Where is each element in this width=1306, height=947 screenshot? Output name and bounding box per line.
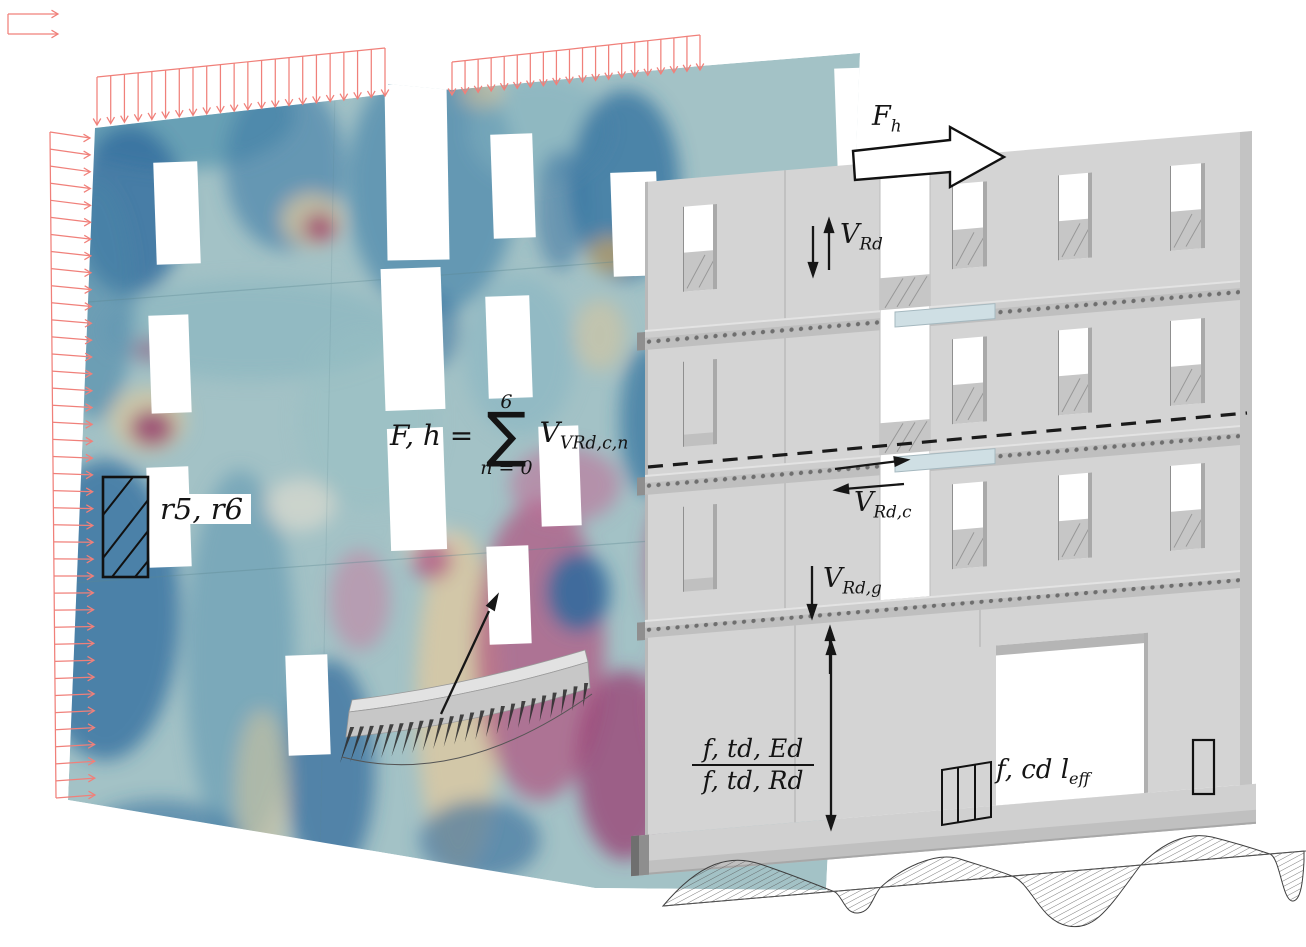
upper-wall xyxy=(645,132,1240,638)
force-label-fh: Fh xyxy=(872,101,902,136)
floor-slab-bands xyxy=(637,279,1248,641)
anchor-spikes xyxy=(340,683,589,763)
vertical-gap-opening xyxy=(880,158,930,601)
tie-beam-lintel xyxy=(894,303,996,328)
fea-wall-windows xyxy=(146,67,860,756)
tie-force-ratio-label: f, td, Ed f, td, Rd xyxy=(692,735,814,795)
hatched-region-marker xyxy=(101,475,150,579)
shear-sum-formula: F, h = 6 ∑ n = 0 VVRd,c,n xyxy=(390,391,629,479)
anchor-strip xyxy=(340,649,593,766)
annotation-arrows xyxy=(439,216,911,832)
slab-band-2 xyxy=(637,424,1248,496)
ground-floor-opening xyxy=(996,632,1148,806)
building-render xyxy=(631,131,1256,877)
gap-floor-views xyxy=(880,274,930,456)
shear-label-vrdc: VRd,c xyxy=(854,487,912,522)
slab-band-3 xyxy=(637,569,1248,641)
shear-label-vrd: VRd xyxy=(840,219,883,254)
compression-label-fcd: f, cd leff xyxy=(996,755,1090,789)
right-return-wall xyxy=(1240,131,1252,826)
foundation-pressure-wave xyxy=(661,835,1306,928)
slab-band-1 xyxy=(637,279,1248,351)
anchor-strip-pointer-arrow xyxy=(439,610,491,715)
distributed-load-arrows xyxy=(7,9,705,800)
compression-zone-icon xyxy=(941,760,992,827)
horizontal-force-arrow-icon xyxy=(851,124,1007,190)
section-cut-dashed-line xyxy=(647,411,1248,469)
shear-label-vrdg: VRd,g xyxy=(823,563,882,598)
anchor-plate-marker xyxy=(1191,738,1216,796)
reinforcement-label-r5r6: r5, r6 xyxy=(152,494,252,524)
